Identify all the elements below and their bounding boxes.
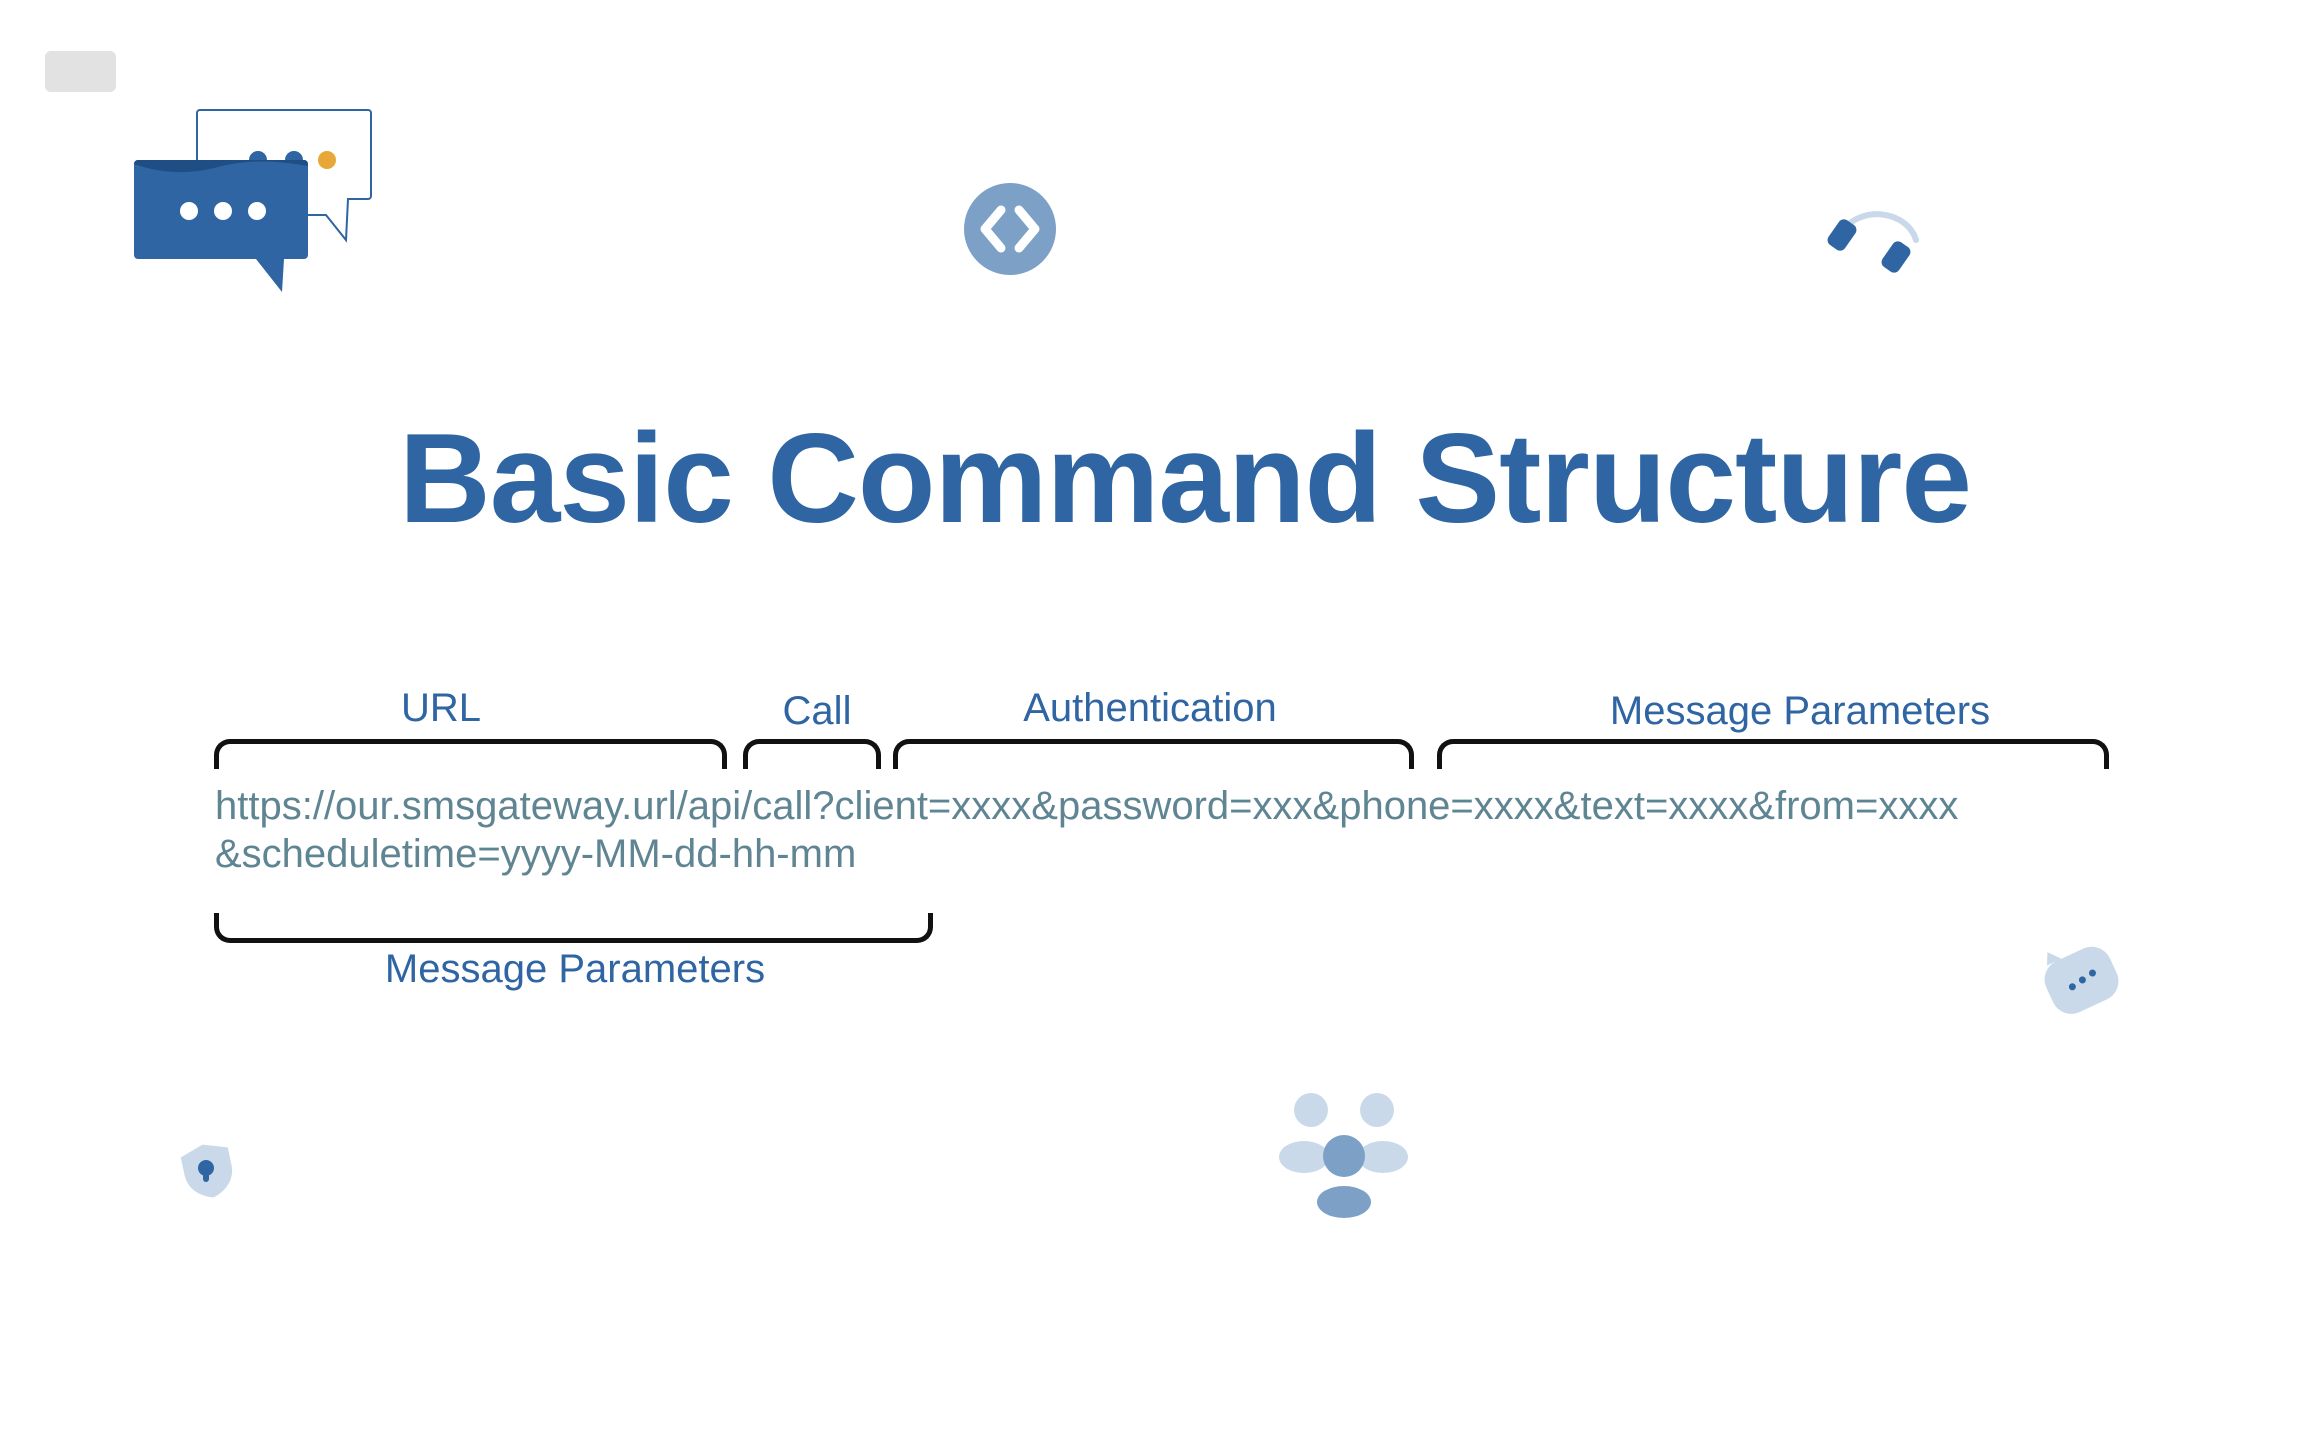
chat-badge-icon [2044, 946, 2119, 1014]
api-command-line-2: &scheduletime=yyyy-MM-dd-hh-mm [215, 832, 857, 876]
message-parameters-bottom-brace [214, 913, 933, 943]
call-brace [743, 739, 881, 769]
shield-lock-icon [180, 1144, 233, 1198]
segment-label-authentication: Authentication [1023, 686, 1277, 730]
segment-label-url: URL [400, 686, 482, 730]
segment-label-message-parameters-bottom: Message Parameters [384, 947, 766, 991]
chat-bubbles-icon [134, 109, 372, 292]
message-parameters-brace [1437, 739, 2109, 769]
headset-icon [1827, 211, 1919, 273]
user-group-icon [1279, 1093, 1408, 1218]
placeholder-pill [45, 51, 116, 92]
api-command-line-1: https://our.smsgateway.url/api/call?clie… [215, 784, 1959, 828]
authentication-brace [893, 739, 1414, 769]
segment-label-message-parameters: Message Parameters [1609, 689, 1991, 733]
code-brackets-icon [964, 183, 1056, 275]
api-command: https://our.smsgateway.url/api/call?clie… [215, 782, 2115, 878]
segment-label-call: Call [782, 689, 852, 733]
url-brace [214, 739, 727, 769]
page-title: Basic Command Structure [399, 407, 1972, 549]
